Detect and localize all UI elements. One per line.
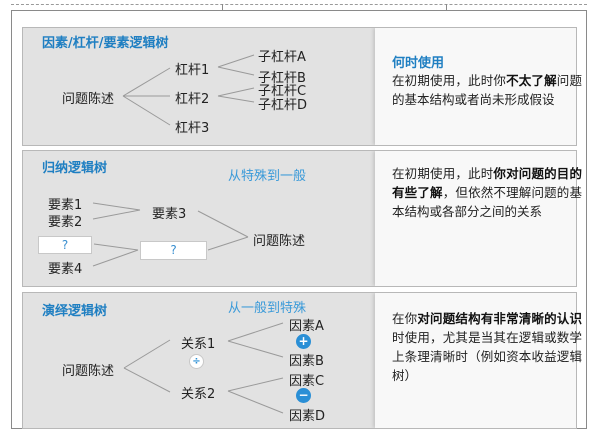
element-node-2: 要素2 [48,215,83,230]
connector-line [227,322,284,342]
root-node: 问题陈述 [62,364,115,379]
relation-node-2: 关系2 [181,387,216,402]
factor-node-d: 因素D [289,409,326,424]
unknown-group-box: ? [140,241,207,260]
connector-line [197,210,249,238]
when-to-use-title: 何时使用 [392,56,445,71]
panel-title: 演绎逻辑树 [42,304,108,319]
lever-node-1: 杠杆1 [175,63,210,78]
root-node: 问题陈述 [253,234,306,249]
description-area [375,28,576,145]
relation-node-1: 关系1 [181,337,216,352]
connector-line [217,66,255,76]
sub-lever-node-c: 子杠杆C [258,84,307,99]
connector-line [207,236,249,251]
connector-line [217,54,255,68]
tick-mark [222,4,223,10]
panel-title: 归纳逻辑树 [42,161,108,176]
element-node-3: 要素3 [152,207,187,222]
root-node: 问题陈述 [62,92,115,107]
diagram-area [23,28,375,145]
connector-line [227,390,284,414]
connector-line [122,95,171,126]
connector-line [92,202,141,211]
minus-icon: − [296,388,311,403]
unknown-element-box: ? [38,236,92,254]
description-area [375,293,576,428]
tick-mark [446,4,447,10]
connector-line [92,249,139,267]
panel-title: 因素/杠杆/要素逻辑树 [42,36,169,51]
panel-description: 在初期使用，此时你对问题的目的有些了解，但依然不理解问题的基本结构或各部分之间的… [392,166,582,219]
connector-line [227,377,284,392]
sub-lever-node-b: 子杠杆B [258,71,306,86]
connector-line [227,340,284,358]
factor-node-a: 因素A [289,319,324,334]
connector-line [217,87,255,97]
panel-factor-tree [22,27,577,146]
element-node-4: 要素4 [48,262,83,277]
lever-node-3: 杠杆3 [175,121,210,136]
sub-lever-node-d: 子杠杆D [258,98,308,113]
top-dashed-border [11,4,587,5]
connector-line [92,209,141,220]
sub-lever-node-a: 子杠杆A [258,50,306,65]
connector-line [123,367,171,393]
divide-icon: ÷ [189,354,204,369]
connector-line [217,95,255,103]
panel-description: 在初期使用，此时你不太了解问题的基本结构或者尚未形成假设 [392,73,582,107]
panel-description: 在你对问题结构有非常清晰的认识时使用，尤其是当其在逻辑或数学上条理清晰时（例如资… [392,311,582,383]
connector-line [122,67,171,97]
element-node-1: 要素1 [48,198,83,213]
connector-line [93,243,139,251]
lever-node-2: 杠杆2 [175,92,210,107]
panel-inductive-tree [22,150,577,287]
description-area [375,151,576,286]
plus-icon: + [296,334,311,349]
factor-node-c: 因素C [289,374,325,389]
direction-label: 从一般到特殊 [228,301,307,316]
direction-label: 从特殊到一般 [228,169,307,184]
diagram-area [23,151,375,286]
connector-line [123,339,171,369]
factor-node-b: 因素B [289,354,324,369]
